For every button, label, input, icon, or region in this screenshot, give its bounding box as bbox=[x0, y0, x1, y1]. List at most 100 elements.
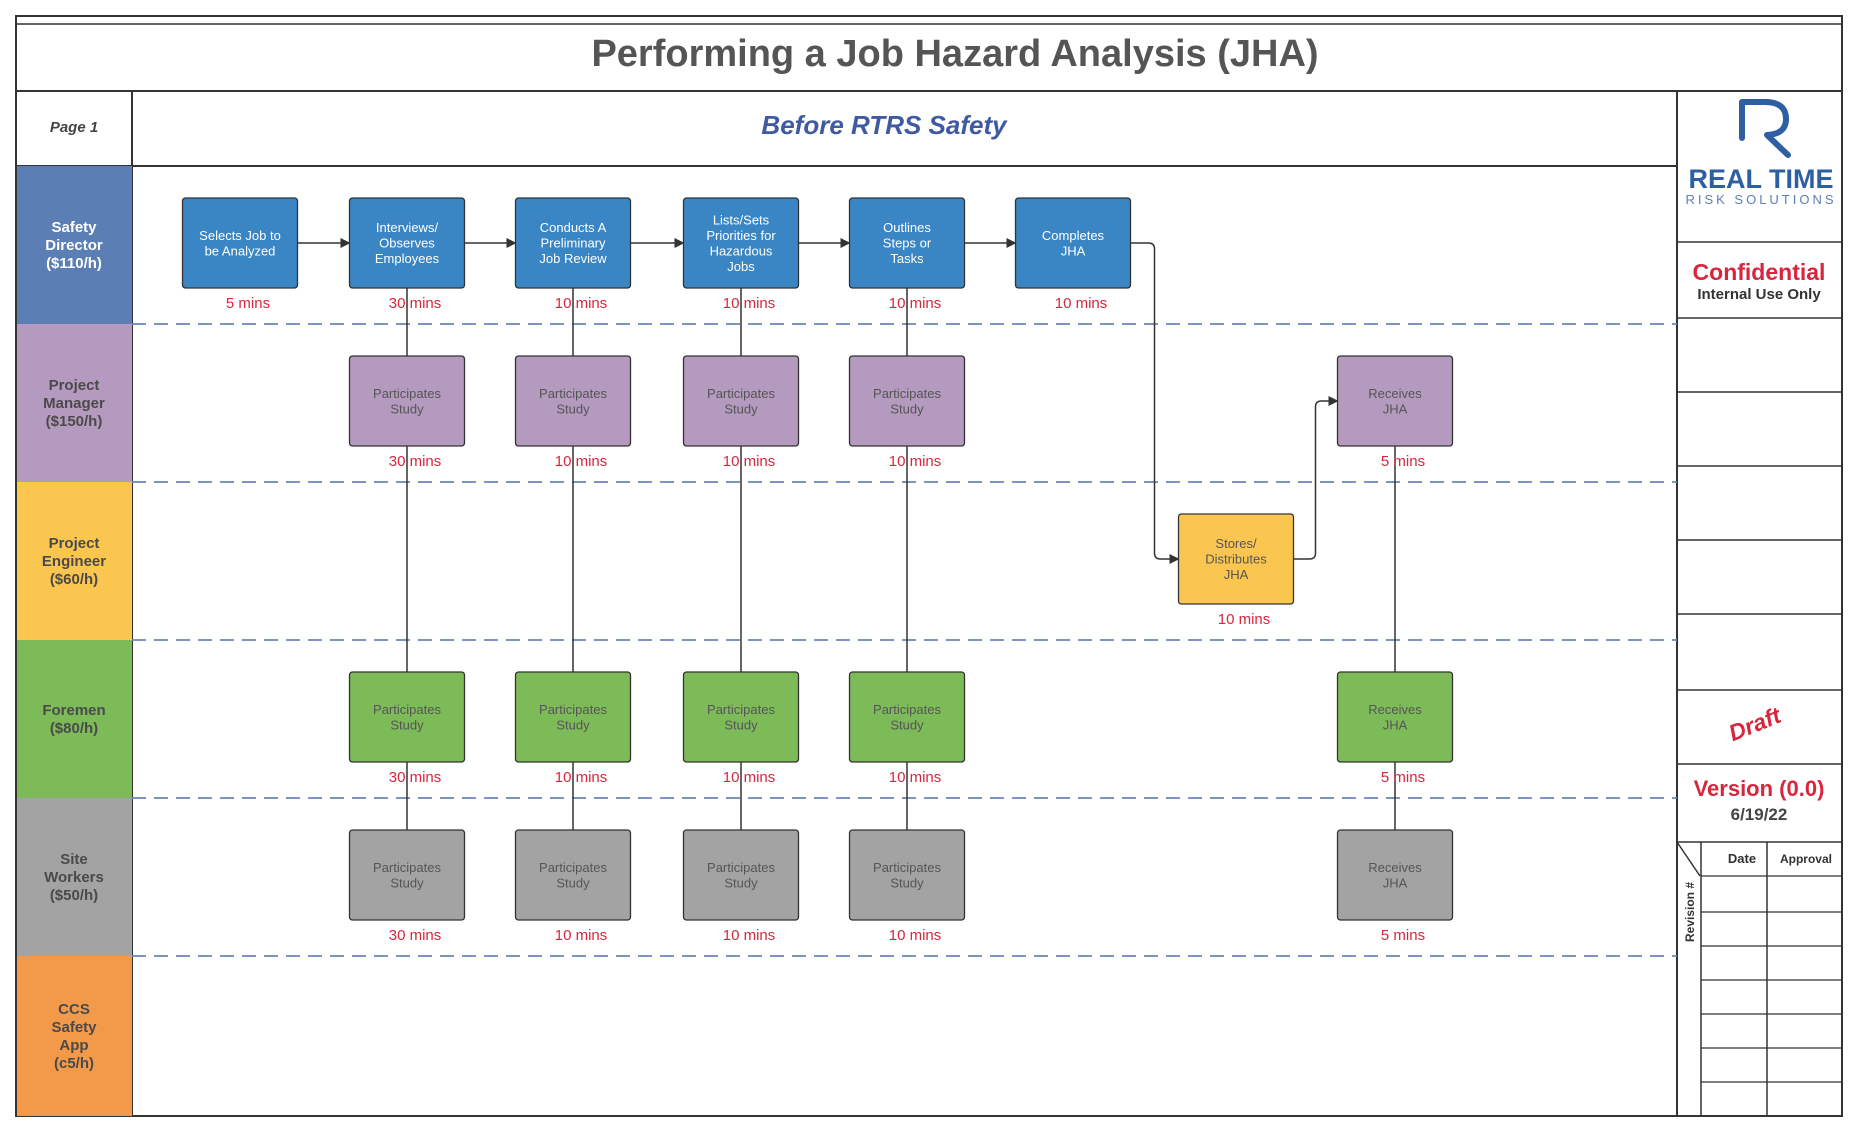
swimlane-label: Workers bbox=[44, 869, 104, 886]
process-step-box[interactable] bbox=[682, 197, 800, 289]
swimlane-header bbox=[17, 166, 132, 324]
process-step-box[interactable] bbox=[348, 197, 466, 289]
process-step-label: Study bbox=[890, 401, 924, 416]
process-step-box[interactable] bbox=[1336, 829, 1454, 921]
step-duration: 30 mins bbox=[389, 453, 442, 470]
process-step-box[interactable] bbox=[1336, 671, 1454, 763]
step-duration: 5 mins bbox=[1381, 769, 1425, 786]
revision-table: Date Approval Revision # bbox=[1676, 841, 1842, 1116]
diagram-subtitle: Before RTRS Safety bbox=[761, 110, 1008, 140]
swimlane-header bbox=[17, 640, 132, 798]
process-step-box[interactable] bbox=[348, 671, 466, 763]
process-step-box[interactable] bbox=[682, 671, 800, 763]
process-step-box[interactable] bbox=[1014, 197, 1132, 289]
process-step-label: Participates bbox=[539, 386, 607, 401]
swimlane-label: Safety bbox=[51, 1019, 97, 1036]
process-step-label: Participates bbox=[373, 702, 441, 717]
swimlane-label: App bbox=[59, 1037, 88, 1054]
step-duration: 30 mins bbox=[389, 295, 442, 312]
logo-main-text: REAL TIME bbox=[1688, 164, 1833, 194]
swimlane-label: Director bbox=[45, 237, 103, 254]
swimlane-label: Project bbox=[49, 377, 100, 394]
process-step-label: Participates bbox=[873, 386, 941, 401]
step-duration: 5 mins bbox=[1381, 927, 1425, 944]
process-step-box[interactable] bbox=[848, 671, 966, 763]
step-duration: 10 mins bbox=[1055, 295, 1108, 312]
process-step-label: JHA bbox=[1061, 243, 1086, 258]
process-step-box[interactable] bbox=[1336, 355, 1454, 447]
process-step-box[interactable] bbox=[682, 355, 800, 447]
process-step-box[interactable] bbox=[682, 829, 800, 921]
swimlane-label: Safety bbox=[51, 219, 97, 236]
process-step-label: Steps or bbox=[883, 236, 932, 251]
flow-arrow bbox=[1293, 396, 1339, 560]
process-step-label: JHA bbox=[1383, 875, 1408, 890]
step-duration: 10 mins bbox=[555, 453, 608, 470]
process-step-label: Study bbox=[390, 401, 424, 416]
process-step-label: Participates bbox=[373, 386, 441, 401]
confidential-label: Confidential bbox=[1693, 259, 1826, 285]
process-step-label: Participates bbox=[539, 860, 607, 875]
process-step-label: JHA bbox=[1224, 567, 1249, 582]
process-step-box[interactable] bbox=[181, 197, 299, 289]
process-step-label: Participates bbox=[873, 860, 941, 875]
process-step-label: Receives bbox=[1368, 860, 1422, 875]
process-step-box[interactable] bbox=[848, 829, 966, 921]
process-step-box[interactable] bbox=[848, 197, 966, 289]
revision-date-header: Date bbox=[1728, 851, 1756, 866]
process-step-label: Employees bbox=[375, 251, 440, 266]
process-step-label: JHA bbox=[1383, 401, 1408, 416]
flow-arrow bbox=[1130, 242, 1180, 564]
version-date: 6/19/22 bbox=[1731, 805, 1788, 824]
process-step-box[interactable] bbox=[348, 355, 466, 447]
process-step-label: Study bbox=[556, 875, 590, 890]
swimlane-header bbox=[17, 798, 132, 956]
process-step-label: Tasks bbox=[890, 251, 924, 266]
revision-rows bbox=[1701, 875, 1842, 1083]
swimlane-label: CCS bbox=[58, 1001, 90, 1018]
connector-lines bbox=[297, 238, 1396, 830]
step-duration: 10 mins bbox=[723, 927, 776, 944]
page-number-label: Page 1 bbox=[50, 119, 98, 136]
swimlane-header bbox=[17, 482, 132, 640]
process-step-box[interactable] bbox=[848, 355, 966, 447]
process-step-box[interactable] bbox=[514, 829, 632, 921]
process-step-box[interactable] bbox=[514, 355, 632, 447]
step-duration: 30 mins bbox=[389, 769, 442, 786]
process-step-box[interactable] bbox=[1177, 513, 1295, 605]
process-step-box[interactable] bbox=[514, 671, 632, 763]
process-step-box[interactable] bbox=[514, 197, 632, 289]
process-step-box[interactable] bbox=[348, 829, 466, 921]
process-step-label: Observes bbox=[379, 236, 435, 251]
page-title: Performing a Job Hazard Analysis (JHA) bbox=[591, 33, 1318, 75]
logo-r-mark-icon bbox=[1739, 99, 1791, 158]
step-duration: 10 mins bbox=[1218, 611, 1271, 628]
process-step-label: Study bbox=[556, 401, 590, 416]
swimlanes: SafetyDirector($110/h)ProjectManager($15… bbox=[17, 166, 1677, 1116]
process-step-label: Study bbox=[724, 717, 758, 732]
